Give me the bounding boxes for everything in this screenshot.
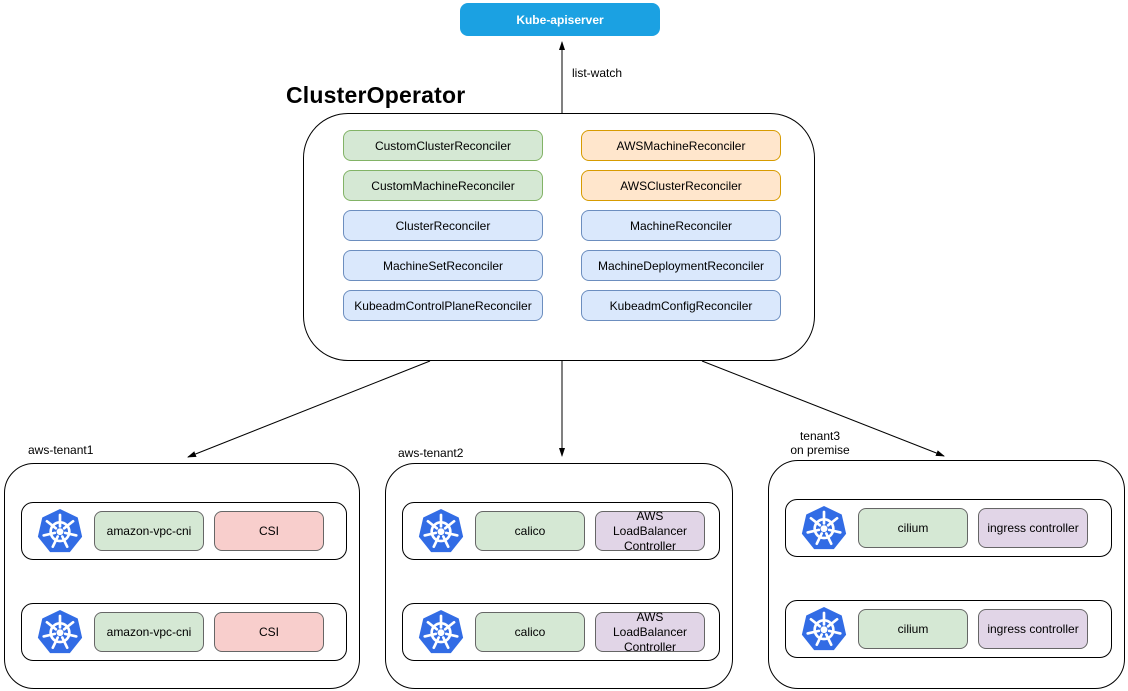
addon-box: AWS LoadBalancer Controller [595, 609, 705, 654]
reconciler-label: MachineSetReconciler [382, 258, 504, 273]
edge-operator-to-tenant1 [187, 360, 431, 458]
cluster-operator-title: ClusterOperator [286, 82, 466, 108]
reconciler-label: AWSClusterReconciler [620, 178, 742, 193]
kubernetes-icon [418, 509, 464, 553]
reconciler-column-right: AWSMachineReconciler AWSClusterReconcile… [581, 130, 781, 360]
reconciler-box: KubeadmConfigReconciler [581, 290, 781, 321]
reconciler-label: AWSMachineReconciler [616, 138, 746, 153]
addon-box: AWS LoadBalancer Controller [595, 508, 705, 553]
reconciler-box: CustomMachineReconciler [343, 170, 543, 201]
addon-box: cilium [858, 508, 968, 548]
kubernetes-icon [37, 509, 83, 553]
addon-label: ingress controller [987, 621, 1079, 636]
tenant-label-tenant3-on-premise: tenant3 on premise [790, 429, 850, 457]
addon-label: calico [514, 624, 546, 639]
addon-label: amazon-vpc-cni [106, 523, 192, 538]
addon-label: cilium [897, 520, 929, 535]
reconciler-box: MachineDeploymentReconciler [581, 250, 781, 281]
addon-label: CSI [258, 523, 279, 538]
addon-box: cilium [858, 609, 968, 649]
reconciler-label: MachineDeploymentReconciler [597, 258, 765, 273]
addon-box: CSI [214, 612, 324, 652]
list-watch-edge-label: list-watch [572, 66, 623, 80]
kubernetes-icon [37, 610, 83, 654]
reconciler-label: CustomMachineReconciler [371, 178, 515, 193]
tenant-label-aws-tenant1: aws-tenant1 [28, 443, 94, 457]
addon-box: CSI [214, 511, 324, 551]
reconciler-column-left: CustomClusterReconciler CustomMachineRec… [343, 130, 543, 360]
reconciler-box: KubeadmControlPlaneReconciler [343, 290, 543, 321]
addon-box: calico [475, 511, 585, 551]
reconciler-box: MachineReconciler [581, 210, 781, 241]
reconciler-label: MachineReconciler [629, 218, 733, 233]
kubernetes-icon [801, 506, 847, 550]
addon-box: ingress controller [978, 609, 1088, 649]
kube-apiserver-node: Kube-apiserver [460, 3, 660, 36]
tenant-label-aws-tenant2: aws-tenant2 [398, 446, 464, 460]
reconciler-label: KubeadmConfigReconciler [609, 298, 753, 313]
kubernetes-icon [418, 610, 464, 654]
reconciler-box: AWSClusterReconciler [581, 170, 781, 201]
cluster-row: cilium ingress controller [785, 499, 1112, 557]
addon-label: AWS LoadBalancer Controller [612, 609, 688, 654]
reconciler-box: CustomClusterReconciler [343, 130, 543, 161]
cluster-row: amazon-vpc-cni CSI [21, 502, 347, 560]
reconciler-box: AWSMachineReconciler [581, 130, 781, 161]
cluster-row: cilium ingress controller [785, 600, 1112, 658]
addon-label: amazon-vpc-cni [106, 624, 192, 639]
addon-box: ingress controller [978, 508, 1088, 548]
addon-box: amazon-vpc-cni [94, 612, 204, 652]
addon-label: CSI [258, 624, 279, 639]
tenant-box-tenant3-on-premise: cilium ingress controller [768, 460, 1125, 689]
addon-label: cilium [897, 621, 929, 636]
cluster-operator-container: CustomClusterReconciler CustomMachineRec… [303, 113, 815, 361]
reconciler-box: MachineSetReconciler [343, 250, 543, 281]
reconciler-label: ClusterReconciler [395, 218, 491, 233]
reconciler-label: CustomClusterReconciler [374, 138, 512, 153]
kubernetes-icon [801, 607, 847, 651]
cluster-row: amazon-vpc-cni CSI [21, 603, 347, 661]
reconciler-label: KubeadmControlPlaneReconciler [354, 298, 532, 313]
tenant-box-aws-tenant2: calico AWS LoadBalancer Controller [385, 463, 733, 689]
kube-apiserver-label: Kube-apiserver [516, 12, 604, 27]
tenant-box-aws-tenant1: amazon-vpc-cni CSI [4, 463, 360, 689]
addon-box: amazon-vpc-cni [94, 511, 204, 551]
addon-box: calico [475, 612, 585, 652]
addon-label: ingress controller [987, 520, 1079, 535]
cluster-row: calico AWS LoadBalancer Controller [402, 502, 720, 560]
addon-label: calico [514, 523, 546, 538]
reconciler-box: ClusterReconciler [343, 210, 543, 241]
cluster-row: calico AWS LoadBalancer Controller [402, 603, 720, 661]
addon-label: AWS LoadBalancer Controller [612, 508, 688, 553]
